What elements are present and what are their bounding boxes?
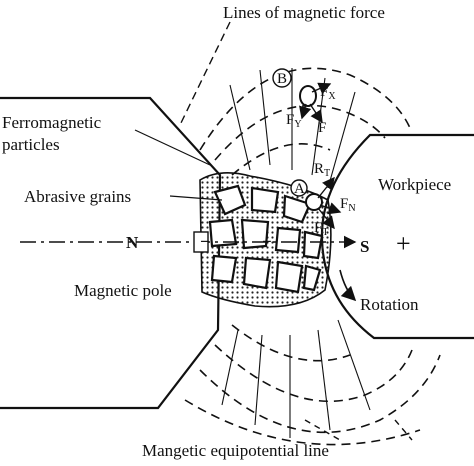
brush-minus-right: − (262, 232, 272, 251)
abrasive-brush (199, 172, 332, 308)
point-a-marker (290, 179, 308, 197)
rotation-arrow (339, 269, 357, 302)
ferromagnetic-label-2: particles (2, 135, 60, 154)
point-b-label: B (277, 71, 287, 87)
particle-a (290, 176, 342, 230)
lines-of-force-label: Lines of magnetic force (223, 3, 385, 22)
rt-label: R (314, 161, 324, 177)
fn-label: F (340, 196, 348, 212)
abrasive-grains-label: Abrasive grains (24, 187, 131, 206)
svg-text:FN: FN (340, 196, 356, 214)
ferromagnetic-label-1: Ferromagnetic (2, 113, 102, 132)
equipotential-lines (221, 68, 371, 438)
south-pole-label: S (360, 237, 369, 256)
fn-sub: N (348, 203, 355, 214)
svg-text:FX: FX (320, 84, 336, 102)
pole-axis (20, 231, 357, 253)
ft-label: F (314, 220, 322, 236)
abrasive-grain-shapes (208, 184, 324, 294)
magnetic-force-lines (184, 67, 441, 446)
svg-text:FT: FT (314, 220, 328, 238)
magnetic-pole-label: Magnetic pole (74, 281, 172, 300)
f-label: F (318, 120, 326, 136)
point-b-marker (272, 68, 292, 88)
fy-sub: Y (294, 119, 301, 130)
ft-sub: T (322, 227, 328, 238)
workpiece-label: Workpiece (378, 175, 451, 194)
brush-minus-left: − (200, 232, 210, 251)
rotation-label: Rotation (360, 295, 419, 314)
north-pole-label: N (126, 233, 139, 252)
force-label-leader (179, 21, 413, 441)
equipotential-label: Mangetic equipotential line (142, 441, 329, 460)
workpiece-center-label: + (396, 229, 411, 258)
svg-text:FY: FY (286, 112, 302, 130)
particle-b (272, 68, 332, 124)
rt-sub: T (324, 168, 330, 179)
fy-label: F (286, 112, 294, 128)
fx-sub: X (328, 91, 336, 102)
label-leaders (134, 129, 223, 201)
fx-label: F (320, 84, 328, 100)
svg-text:RT: RT (314, 161, 330, 179)
point-a-label: A (294, 181, 305, 197)
